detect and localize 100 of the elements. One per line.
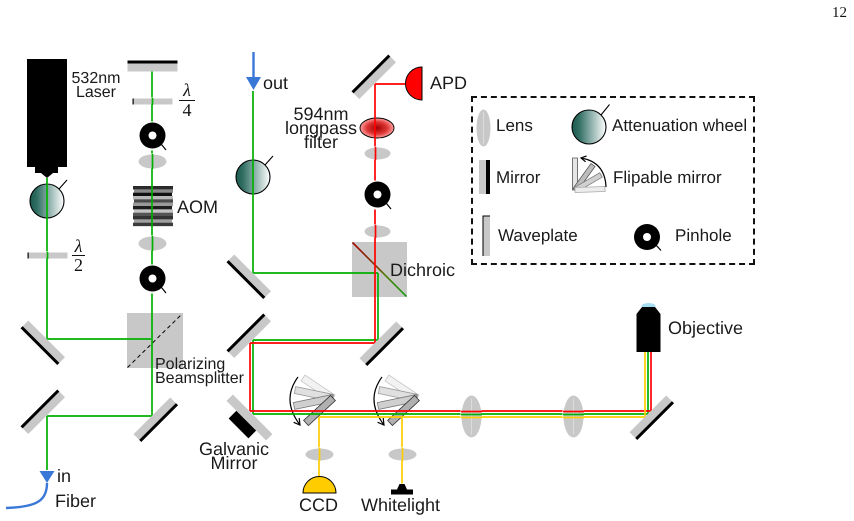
acousto-optic-modulator [133, 186, 173, 226]
component-label: CCD [299, 497, 338, 513]
legend-label: Attenuation wheel [612, 118, 748, 134]
light-beam [151, 368, 153, 416]
light-beam [374, 84, 376, 117]
light-beam [253, 413, 288, 415]
light-beam [151, 168, 153, 186]
light-beam [47, 415, 152, 417]
pinhole [138, 122, 166, 150]
light-beam [422, 413, 460, 415]
component-label: Whitelight [361, 497, 440, 513]
lens [138, 154, 166, 168]
lens [562, 394, 584, 438]
fraction-numerator: λ [72, 238, 85, 256]
light-beam [377, 297, 379, 340]
mirror [226, 254, 272, 300]
light-beam [151, 150, 153, 154]
fraction-numerator: λ [179, 81, 195, 101]
light-beam [374, 160, 376, 180]
light-beam [252, 340, 254, 414]
component-label: in [57, 468, 72, 484]
mirror [629, 395, 675, 441]
component-label: APD [430, 75, 468, 91]
fiber-end [244, 52, 262, 91]
light-beam [482, 416, 562, 418]
component-label: Fiber [55, 493, 96, 509]
mirror [351, 54, 397, 100]
mirror [126, 60, 178, 72]
light-beam [250, 342, 375, 344]
legend-label: Mirror [496, 170, 540, 186]
waveplate [132, 98, 172, 104]
component-label: 594nm longpass filter [284, 107, 358, 149]
lens [460, 394, 482, 438]
light-beam [647, 352, 649, 414]
lamp [391, 484, 413, 494]
lens [364, 146, 390, 160]
light-beam [374, 210, 376, 224]
light-beam [422, 410, 460, 412]
light-beam [650, 352, 652, 411]
lens [388, 448, 416, 460]
light-beam [46, 416, 48, 470]
light-beam [151, 226, 153, 236]
attenuation-wheel [29, 179, 69, 219]
component-label: AOM [177, 199, 218, 215]
component-label: Dichroic [390, 262, 456, 278]
pinhole [364, 180, 392, 210]
light-beam [253, 339, 378, 341]
fraction-denominator: 2 [73, 257, 84, 274]
light-beam [374, 139, 376, 146]
objective-lens [636, 303, 661, 352]
legend-label: Pinhole [675, 228, 732, 244]
light-beam [253, 272, 352, 274]
lens [138, 236, 166, 250]
light-beam [338, 410, 372, 412]
light-beam [375, 83, 405, 85]
light-beam [374, 238, 376, 242]
light-beam [318, 460, 320, 476]
light-beam [250, 410, 288, 412]
flip-mirror [372, 374, 422, 427]
light-beam [151, 104, 153, 122]
light-beam [46, 178, 48, 179]
lens [304, 448, 334, 460]
light-beam [338, 413, 372, 415]
flip-mirror [288, 374, 338, 427]
component-label: out [263, 75, 288, 91]
light-beam [374, 297, 376, 343]
light-beam [46, 219, 48, 252]
mirror [359, 321, 405, 367]
component-label: Polarizing Beamsplitter [155, 358, 245, 386]
legend-label: Flipable mirror [613, 170, 722, 186]
light-beam [482, 413, 562, 415]
light-beam [151, 294, 153, 313]
light-beam [318, 427, 320, 448]
light-beam [46, 258, 48, 339]
light-beam [252, 91, 254, 155]
light-beam [584, 410, 651, 412]
waveplate [26, 252, 68, 258]
mirror [133, 397, 179, 443]
legend-label: Lens [496, 118, 533, 134]
lens [364, 224, 390, 238]
light-beam [151, 71, 153, 98]
mirror [20, 389, 66, 435]
mirror [20, 320, 66, 366]
light-beam [422, 416, 460, 418]
mirror [226, 313, 272, 359]
light-beam [401, 427, 403, 448]
page-number: 12 [832, 5, 847, 21]
light-beam [584, 413, 648, 415]
light-beam [249, 343, 251, 411]
light-beam [47, 338, 127, 340]
pinhole [138, 264, 166, 294]
component-label: 532nm Laser [70, 72, 122, 100]
fiber-end [5, 470, 56, 510]
legend-label: Waveplate [498, 228, 578, 244]
attenuation-wheel [235, 155, 275, 195]
photodiode-detector [405, 66, 423, 101]
light-beam [644, 352, 646, 417]
light-beam [252, 195, 254, 273]
light-beam [338, 416, 372, 418]
component-label: Objective [668, 320, 744, 336]
